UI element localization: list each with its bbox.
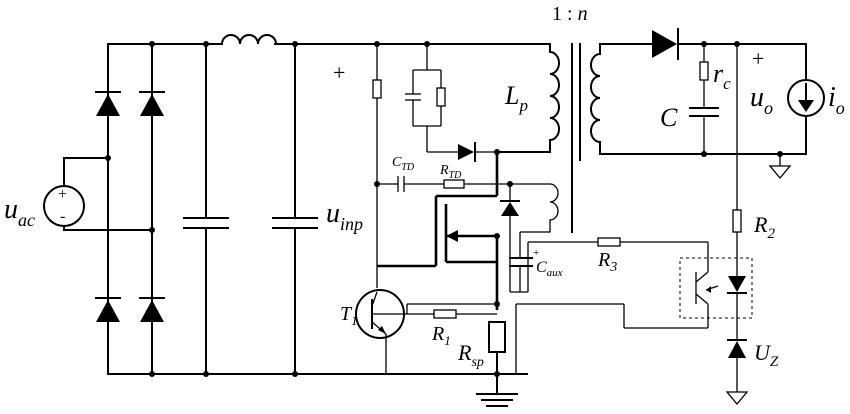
- u-inp-plus: +: [333, 60, 345, 85]
- transformer-core: [571, 43, 581, 233]
- primary-winding: [496, 43, 560, 153]
- rcd-snubber: [405, 41, 500, 162]
- auxiliary-winding: [507, 181, 559, 233]
- bulk-capacitor-1: [183, 41, 229, 377]
- caux-plus: +: [533, 247, 539, 259]
- bulk-capacitor-2: [272, 41, 318, 377]
- rc-label: rc: [713, 59, 731, 93]
- transistor-t1: [355, 289, 405, 374]
- ac-plus-sign: +: [58, 186, 67, 203]
- uz-label: UZ: [754, 340, 779, 370]
- r2-label: R2: [753, 212, 775, 242]
- r3-branch: [527, 237, 709, 292]
- rtd-label: RTD: [439, 163, 462, 181]
- primary-ground: [476, 360, 527, 407]
- startup-resistor: [372, 41, 382, 288]
- t1-label: T1: [340, 303, 358, 328]
- rsp-label: Rsp: [457, 340, 484, 370]
- feedback-branch: [725, 44, 749, 406]
- uo-plus: +: [752, 46, 764, 71]
- ctd-label: CTD: [392, 155, 415, 173]
- r3-label: R3: [597, 249, 617, 275]
- r1-label: R1: [431, 323, 451, 348]
- c-out-label: C: [660, 103, 678, 132]
- rtd-ctd-branch: [377, 176, 510, 192]
- mosfet: [377, 152, 500, 310]
- uo-label: uo: [750, 82, 773, 118]
- bridge-rectifier: [95, 41, 165, 377]
- u-inp-label: uinp: [326, 198, 363, 234]
- output-capacitor: [689, 44, 719, 157]
- r1-branch: [392, 301, 500, 319]
- input-inductor: [220, 34, 278, 46]
- output-diode: [652, 28, 807, 60]
- u-ac-label: uac: [4, 194, 35, 230]
- load-current-source: [787, 43, 825, 155]
- aux-rectifier: [500, 184, 533, 293]
- io-label: io: [828, 82, 845, 118]
- rsp-resistor: [488, 321, 506, 377]
- lp-label: Lp: [504, 81, 528, 115]
- ac-minus-sign: -: [60, 208, 65, 225]
- secondary-ground: [768, 151, 792, 180]
- caux-label: Caux: [536, 259, 563, 279]
- ac-source: + -: [43, 157, 153, 231]
- turns-ratio-label: 1 : n: [552, 3, 588, 25]
- secondary-winding: [590, 43, 807, 155]
- optocoupler: [679, 257, 753, 319]
- opto-feedback-line: [515, 303, 709, 360]
